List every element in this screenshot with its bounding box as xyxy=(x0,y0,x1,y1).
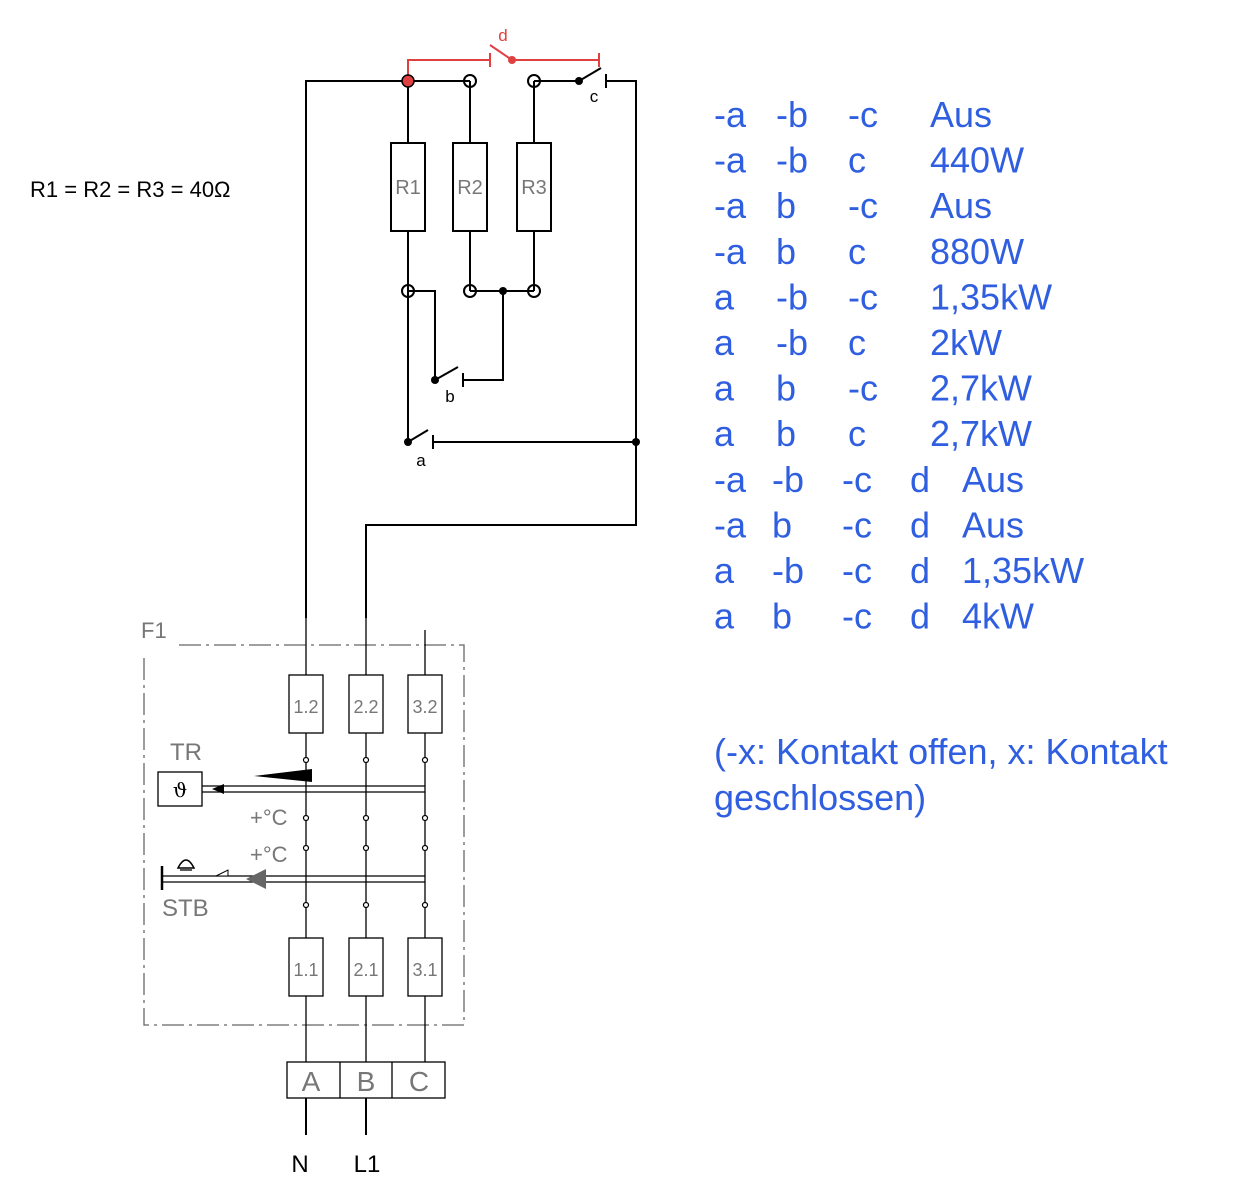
svg-text:2.1: 2.1 xyxy=(353,960,378,980)
combination-b: b xyxy=(776,185,796,226)
combination-c: -c xyxy=(848,185,878,226)
combination-b: -b xyxy=(772,550,804,591)
legend-line-1: (-x: Kontakt offen, x: Kontakt xyxy=(714,731,1168,772)
combination-power: 2,7kW xyxy=(930,413,1032,454)
combination-b: -b xyxy=(776,276,808,317)
combination-power: Aus xyxy=(930,185,992,226)
resistor-r2-label: R2 xyxy=(457,177,483,199)
combination-c: -c xyxy=(842,459,872,500)
combination-a: -a xyxy=(714,185,747,226)
combination-a: -a xyxy=(714,140,747,181)
supply-l1-label: L1 xyxy=(354,1151,381,1178)
combination-power: 2kW xyxy=(930,322,1002,363)
combination-c: -c xyxy=(842,550,872,591)
svg-text:1.1: 1.1 xyxy=(293,960,318,980)
contact-c-blade xyxy=(578,67,602,82)
contact-c-label: c xyxy=(590,87,599,106)
stb-actuator xyxy=(246,869,266,889)
combination-c: -c xyxy=(848,94,878,135)
combination-a: a xyxy=(714,596,735,637)
reset-button-icon xyxy=(176,859,196,869)
svg-text:2.2: 2.2 xyxy=(353,697,378,717)
contact-d-label: d xyxy=(498,26,507,45)
device-f1: F1 1.2 2.2 3.2 TR ϑ +°C +°C xyxy=(140,618,465,1062)
resistor-r1-label: R1 xyxy=(395,177,421,199)
combination-b: b xyxy=(776,368,796,409)
tr-box xyxy=(157,771,203,807)
combination-b: -b xyxy=(776,140,808,181)
resistor-network: R1 R2 R3 c b a xyxy=(305,67,640,618)
combination-d: d xyxy=(910,596,930,637)
combination-a: a xyxy=(714,368,735,409)
combination-a: a xyxy=(714,413,735,454)
block-a-label: A xyxy=(302,1066,321,1097)
combination-b: b xyxy=(776,413,796,454)
svg-text:3.1: 3.1 xyxy=(412,960,437,980)
resistor-r3-label: R3 xyxy=(521,177,547,199)
combination-power: Aus xyxy=(962,459,1024,500)
combination-b: -b xyxy=(772,459,804,500)
combination-b: b xyxy=(776,231,796,272)
combination-c: c xyxy=(848,231,866,272)
combination-a: -a xyxy=(714,94,747,135)
device-f1-label: F1 xyxy=(141,618,167,643)
contact-d-blade xyxy=(489,44,513,61)
tr-actuator xyxy=(254,769,312,782)
stb-temp-label: +°C xyxy=(250,842,288,867)
connection-block: A B C N L1 xyxy=(286,1061,446,1178)
stb-label: STB xyxy=(162,895,209,922)
tr-label: TR xyxy=(170,739,202,766)
combination-a: a xyxy=(714,276,735,317)
block-c-label: C xyxy=(409,1066,429,1097)
thermostat-icon: ϑ xyxy=(173,778,187,802)
combination-c: -c xyxy=(842,504,872,545)
combination-b: -b xyxy=(776,322,808,363)
combination-power: 4kW xyxy=(962,596,1034,637)
combination-c: c xyxy=(848,322,866,363)
svg-text:3.2: 3.2 xyxy=(412,697,437,717)
combination-b: b xyxy=(772,504,792,545)
combination-power: Aus xyxy=(930,94,992,135)
feeder-wire-l1 xyxy=(365,80,637,618)
block-b-label: B xyxy=(357,1066,376,1097)
combination-power: 1,35kW xyxy=(962,550,1084,591)
device-f1-frame xyxy=(143,644,465,1026)
svg-text:1.2: 1.2 xyxy=(293,697,318,717)
combination-c: -c xyxy=(848,276,878,317)
combination-power: 2,7kW xyxy=(930,368,1032,409)
combination-a: -a xyxy=(714,231,747,272)
resistance-formula: R1 = R2 = R3 = 40Ω xyxy=(30,177,231,202)
supply-n-label: N xyxy=(291,1151,308,1178)
combination-d: d xyxy=(910,459,930,500)
combination-a: a xyxy=(714,550,735,591)
combination-power: 880W xyxy=(930,231,1024,272)
combination-a: -a xyxy=(714,504,747,545)
feeder-wire-n xyxy=(305,80,408,618)
combination-power: Aus xyxy=(962,504,1024,545)
combination-c: c xyxy=(848,413,866,454)
combination-power: 1,35kW xyxy=(930,276,1052,317)
contact-a-label: a xyxy=(416,451,426,470)
combination-c: -c xyxy=(842,596,872,637)
combination-c: c xyxy=(848,140,866,181)
contact-b-label: b xyxy=(445,387,454,406)
combination-a: -a xyxy=(714,459,747,500)
combination-b: b xyxy=(772,596,792,637)
combination-power: 440W xyxy=(930,140,1024,181)
contact-d: d xyxy=(401,26,600,88)
combination-c: -c xyxy=(848,368,878,409)
combination-b: -b xyxy=(776,94,808,135)
contact-b-blade xyxy=(434,366,459,381)
combination-d: d xyxy=(910,504,930,545)
combination-a: a xyxy=(714,322,735,363)
legend-line-2: geschlossen) xyxy=(714,777,926,818)
tr-temp-label: +°C xyxy=(250,805,288,830)
combination-d: d xyxy=(910,550,930,591)
